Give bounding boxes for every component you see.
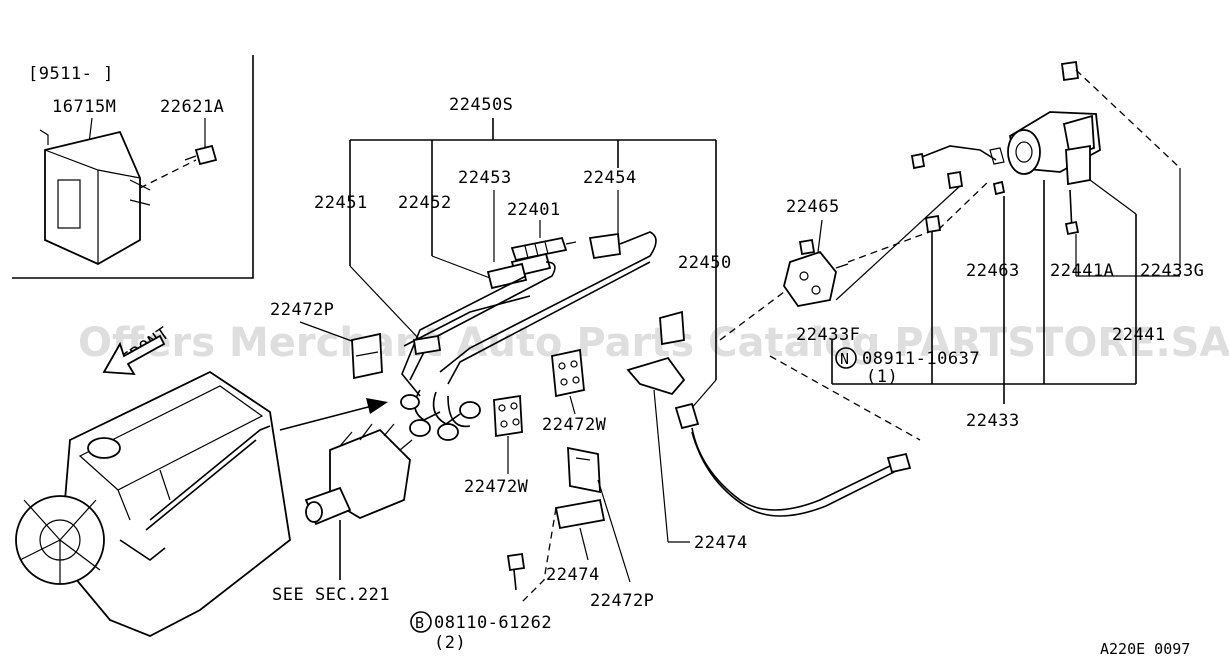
cam-sensor-assembly bbox=[910, 60, 1101, 236]
qty-b: (2) bbox=[434, 633, 466, 653]
label-22454: 22454 bbox=[583, 168, 637, 188]
label-22463: 22463 bbox=[966, 261, 1020, 281]
label-22451: 22451 bbox=[314, 193, 368, 213]
label-16715M: 16715M bbox=[52, 97, 116, 117]
label-22433: 22433 bbox=[966, 411, 1020, 431]
engine-block bbox=[15, 370, 291, 637]
label-22474-a: 22474 bbox=[694, 533, 748, 553]
label-08911-10637: 08911-10637 bbox=[862, 349, 980, 369]
clamp-22472W-b bbox=[493, 394, 523, 438]
label-22441: 22441 bbox=[1112, 325, 1166, 345]
inset-panel: [9511- ] 16715M 22621A bbox=[12, 55, 254, 279]
label-22433F: 22433F bbox=[796, 325, 860, 345]
label-22621A: 22621A bbox=[160, 97, 224, 117]
clamp-22472P-bottom bbox=[567, 446, 601, 494]
label-22453: 22453 bbox=[458, 168, 512, 188]
label-22441A: 22441A bbox=[1050, 261, 1114, 281]
label-22472W-b: 22472W bbox=[464, 477, 529, 497]
ignition-wire-22450 bbox=[674, 402, 912, 517]
label-22450S: 22450S bbox=[449, 95, 513, 115]
nut-code-n: N bbox=[840, 350, 849, 368]
distributor bbox=[304, 423, 413, 526]
label-22433G: 22433G bbox=[1140, 261, 1204, 281]
plug-wires bbox=[400, 231, 657, 441]
label-22452: 22452 bbox=[398, 193, 452, 213]
bracket-22474-upper bbox=[626, 310, 686, 396]
control-unit-16715M bbox=[39, 129, 151, 266]
label-08110-61262: 08110-61262 bbox=[434, 613, 552, 633]
watermark: Offers Merchant Auto Parts Catalog PARTS… bbox=[78, 320, 1229, 366]
bolt-code-b: B bbox=[415, 614, 424, 632]
bracket-22474-lower bbox=[554, 498, 606, 530]
inset-date-range: [9511- ] bbox=[28, 64, 114, 84]
spark-plug-22401 bbox=[510, 236, 577, 262]
label-22472P-top: 22472P bbox=[270, 300, 334, 320]
label-22472W-a: 22472W bbox=[542, 415, 607, 435]
figure-id: A220E 0097 bbox=[1100, 640, 1190, 658]
label-see-sec-221: SEE SEC.221 bbox=[272, 585, 390, 605]
crank-sensor-22465 bbox=[783, 238, 849, 307]
clamp-22472P-top bbox=[351, 332, 383, 380]
label-22474-b: 22474 bbox=[546, 565, 600, 585]
label-22465: 22465 bbox=[786, 197, 840, 217]
label-22401: 22401 bbox=[507, 200, 561, 220]
bolt-08110-61262 bbox=[506, 552, 526, 591]
label-22450: 22450 bbox=[678, 253, 732, 273]
bolt-22621A bbox=[184, 144, 218, 166]
clamp-22472W-a bbox=[551, 348, 585, 398]
qty-n: (1) bbox=[866, 367, 898, 387]
label-22472P-bottom: 22472P bbox=[590, 591, 654, 611]
bracket-22450S: 22450S bbox=[349, 95, 717, 380]
